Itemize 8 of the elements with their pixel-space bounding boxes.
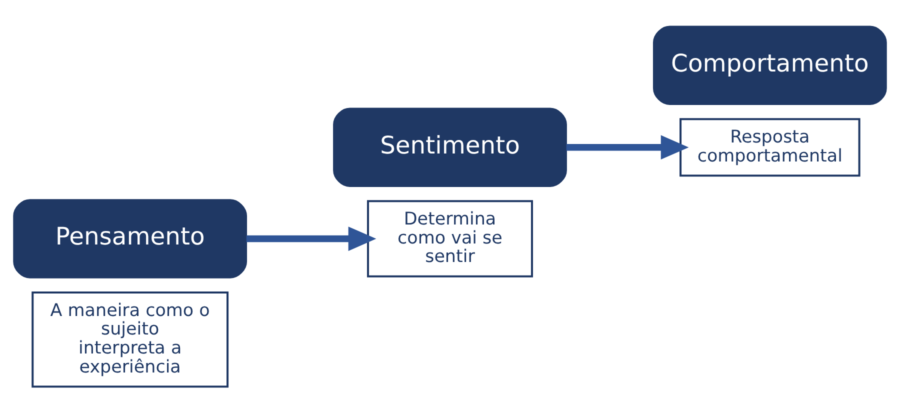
node-box: Comportamento [652, 26, 887, 106]
node-box: Determina como vai se sentir [367, 200, 533, 278]
node-box: A maneira como o sujeito interpreta a experiência [32, 292, 229, 388]
arrow [246, 226, 376, 251]
node-box: Sentimento [333, 108, 567, 187]
node-box: Pensamento [13, 199, 248, 278]
arrow [566, 135, 689, 160]
node-box: Resposta comportamental [680, 118, 860, 177]
